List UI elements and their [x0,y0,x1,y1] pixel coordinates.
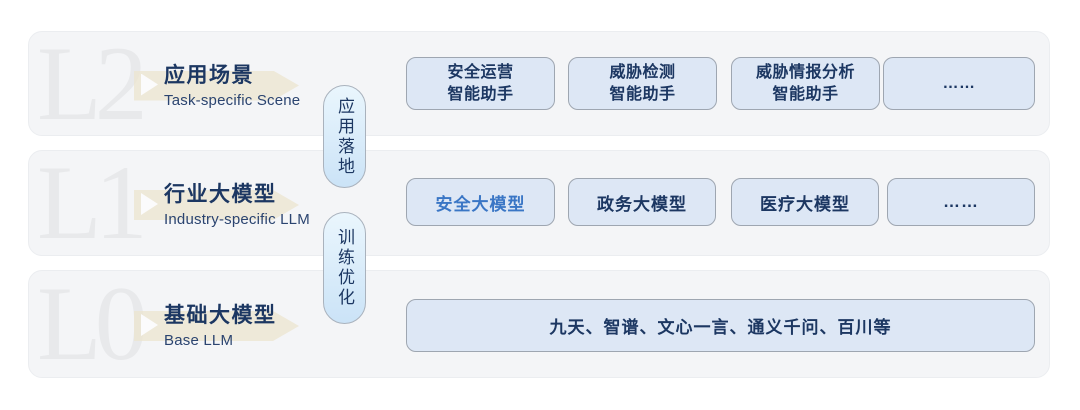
card-label: 政务大模型 [597,194,687,214]
card-government-llm: 政务大模型 [568,178,716,226]
layer-l1-industry-llm: L1 行业大模型 Industry-specific LLM 安全大模型 政务大… [28,150,1050,256]
ellipsis-label: …… [942,74,976,92]
layer-title: 行业大模型 [164,183,277,206]
connector-application-deployment: 应用落地 [323,85,366,188]
card-label: 九天、智谱、文心一言、通义千问、百川等 [549,318,892,337]
ellipsis-label: …… [943,192,979,211]
card-label-line2: 智能助手 [447,85,514,103]
connector-training-optimization: 训练优化 [323,212,366,324]
card-label-line1: 威胁情报分析 [755,64,855,82]
layer-l2-header: 应用场景 Task-specific Scene [164,59,300,109]
card-label: 安全大模型 [435,194,526,214]
layer-l0-header: 基础大模型 Base LLM [164,299,277,349]
layer-title: 基础大模型 [164,304,277,327]
layer-l1-header: 行业大模型 Industry-specific LLM [164,178,310,228]
arrow-decoration [134,311,299,341]
layer-subtitle: Task-specific Scene [164,91,301,109]
layer-l0-base-llm: L0 基础大模型 Base LLM 九天、智谱、文心一言、通义千问、百川等 [28,270,1050,378]
card-security-llm: 安全大模型 [406,178,555,226]
card-medical-llm: 医疗大模型 [731,178,879,226]
card-threat-intel-assistant: 威胁情报分析 智能助手 [731,57,880,110]
connector-label: 训练优化 [335,228,354,308]
layer-l2-task-scene: L2 应用场景 Task-specific Scene 安全运营 智能助手 威胁… [28,31,1050,136]
layer-subtitle: Industry-specific LLM [164,211,310,228]
layer-subtitle: Base LLM [164,332,234,349]
watermark-l2: L2 [37,31,148,136]
connector-label: 应用落地 [335,96,354,177]
card-label-line1: 威胁检测 [609,64,676,82]
card-more-scenes: …… [883,57,1035,110]
arrow-decoration [134,190,299,220]
card-label: 医疗大模型 [760,194,850,214]
card-label-line1: 安全运营 [447,64,514,82]
card-more-llms: …… [887,178,1035,226]
layer-title: 应用场景 [164,63,254,87]
card-label-line2: 智能助手 [772,85,839,103]
card-label-line2: 智能助手 [609,85,676,103]
watermark-l0: L0 [37,270,148,378]
card-threat-detection-assistant: 威胁检测 智能助手 [568,57,717,110]
arrow-decoration [134,71,299,101]
card-base-llm-list: 九天、智谱、文心一言、通义千问、百川等 [406,299,1035,352]
watermark-l1: L1 [37,150,148,256]
card-security-ops-assistant: 安全运营 智能助手 [406,57,555,110]
